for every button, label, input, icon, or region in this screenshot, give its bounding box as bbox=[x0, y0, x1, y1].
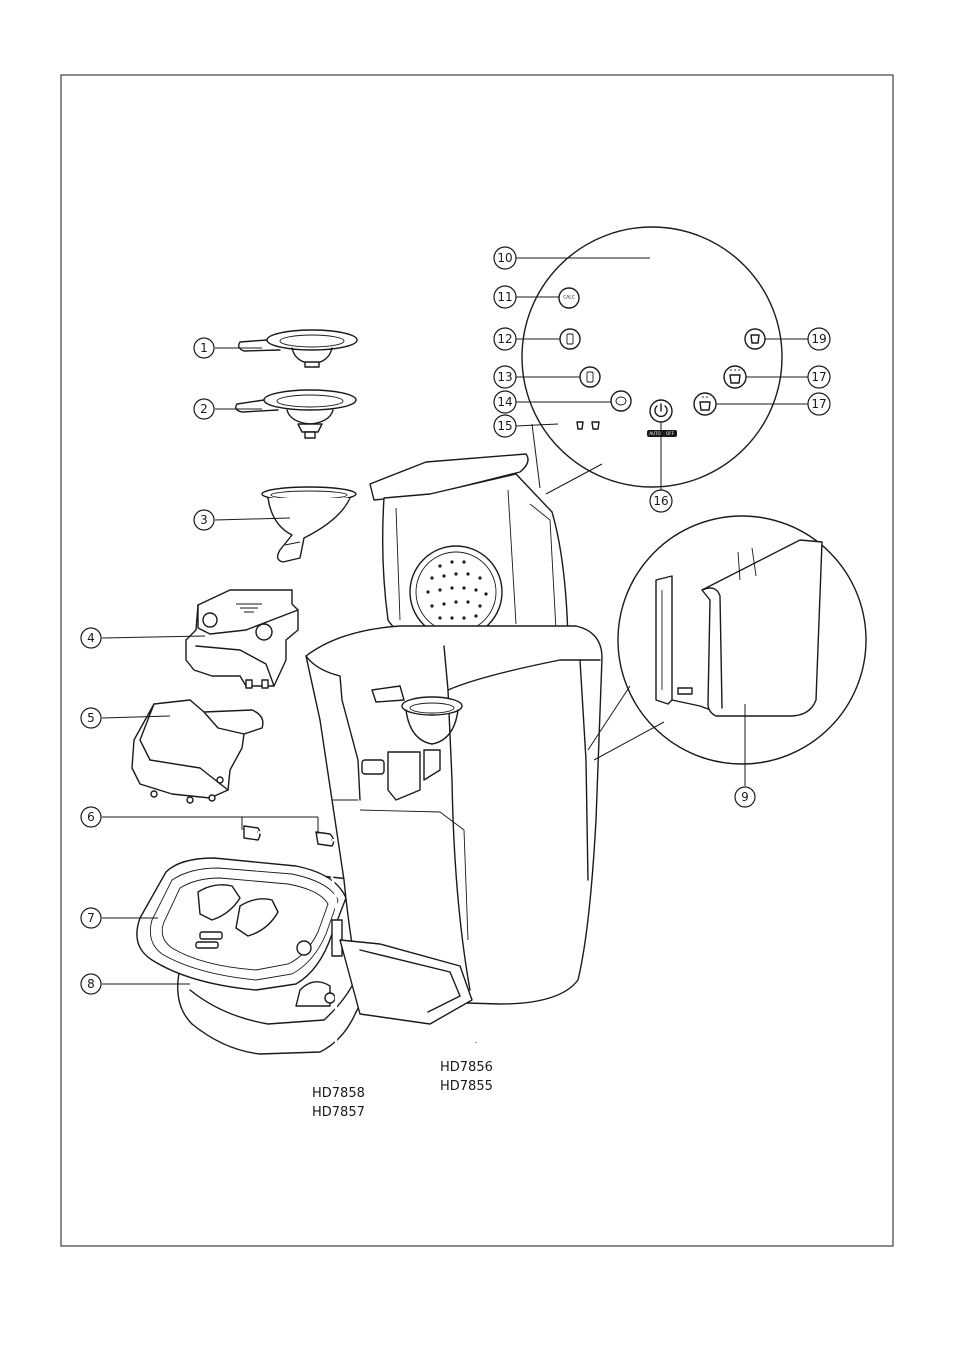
shower-head-holes bbox=[426, 560, 488, 620]
callout-17-strong: 17 bbox=[807, 365, 831, 389]
cup-indicator-icons bbox=[576, 421, 600, 430]
svg-text:6: 6 bbox=[87, 810, 95, 824]
svg-text:17: 17 bbox=[811, 397, 826, 411]
svg-text:16: 16 bbox=[653, 494, 668, 508]
espresso-button[interactable] bbox=[610, 390, 632, 412]
svg-text:11: 11 bbox=[497, 290, 512, 304]
svg-text:9: 9 bbox=[741, 790, 749, 804]
callout-3: 3 bbox=[193, 509, 215, 531]
callout-19: 19 bbox=[807, 327, 831, 351]
svg-text:1: 1 bbox=[200, 341, 208, 355]
callout-6: 6 bbox=[80, 806, 102, 828]
callout-10: 10 bbox=[493, 246, 517, 270]
off-label: OFF bbox=[666, 431, 674, 436]
svg-text:19: 19 bbox=[811, 332, 826, 346]
svg-text:8: 8 bbox=[87, 977, 95, 991]
model-label-hd7857: HD7857 bbox=[312, 1105, 365, 1120]
pod-holder-2-cups bbox=[235, 389, 357, 439]
callout-14: 14 bbox=[493, 390, 517, 414]
svg-text:13: 13 bbox=[497, 370, 512, 384]
callout-12: 12 bbox=[493, 327, 517, 351]
strong-coffee-button[interactable] bbox=[723, 365, 747, 389]
mild-coffee-button[interactable] bbox=[693, 392, 717, 416]
cup-button[interactable] bbox=[744, 328, 766, 350]
callout-11: 11 bbox=[493, 285, 517, 309]
callout-1: 1 bbox=[193, 337, 215, 359]
calc-button-label: CALC bbox=[563, 295, 575, 301]
water-tank-zoom bbox=[587, 515, 867, 765]
svg-text:15: 15 bbox=[497, 419, 512, 433]
svg-text:14: 14 bbox=[497, 395, 512, 409]
callout-2: 2 bbox=[193, 398, 215, 420]
coffee-machine-body bbox=[305, 453, 603, 1025]
svg-text:5: 5 bbox=[87, 711, 95, 725]
svg-text:12: 12 bbox=[497, 332, 512, 346]
callout-13: 13 bbox=[493, 365, 517, 389]
svg-text:2: 2 bbox=[200, 402, 208, 416]
milk-container-lid bbox=[136, 857, 347, 991]
callout-5: 5 bbox=[80, 707, 102, 729]
leader-lines bbox=[101, 257, 808, 985]
model-label-hd7858: HD7858 bbox=[312, 1086, 365, 1101]
auto-label: AUTO bbox=[649, 431, 660, 436]
model-label-hd7856: HD7856 bbox=[440, 1060, 493, 1075]
svg-text:4: 4 bbox=[87, 631, 95, 645]
model-label-hd7855: HD7855 bbox=[440, 1079, 493, 1094]
svg-text:3: 3 bbox=[200, 513, 208, 527]
svg-text:10: 10 bbox=[497, 251, 512, 265]
pod-holder-1-cup bbox=[237, 329, 358, 368]
callout-17-mild: 17 bbox=[807, 392, 831, 416]
control-panel-zoom bbox=[521, 226, 783, 495]
coffee-spout bbox=[185, 589, 299, 689]
page-frame bbox=[60, 74, 894, 1247]
power-button[interactable] bbox=[649, 399, 673, 423]
calc-button[interactable]: CALC bbox=[558, 287, 580, 309]
milk-glass-button[interactable] bbox=[559, 328, 581, 350]
auto-off-indicator: AUTO OFF bbox=[647, 430, 677, 437]
svg-text:17: 17 bbox=[811, 370, 826, 384]
svg-text:7: 7 bbox=[87, 911, 95, 925]
milk-frother-unit bbox=[131, 699, 264, 804]
callout-4: 4 bbox=[80, 627, 102, 649]
callout-15: 15 bbox=[493, 414, 517, 438]
callout-9: 9 bbox=[734, 786, 756, 808]
callout-8: 8 bbox=[80, 973, 102, 995]
cappuccino-button[interactable] bbox=[579, 366, 601, 388]
callout-7: 7 bbox=[80, 907, 102, 929]
coffee-funnel bbox=[261, 486, 357, 563]
callout-16: 16 bbox=[649, 489, 673, 513]
